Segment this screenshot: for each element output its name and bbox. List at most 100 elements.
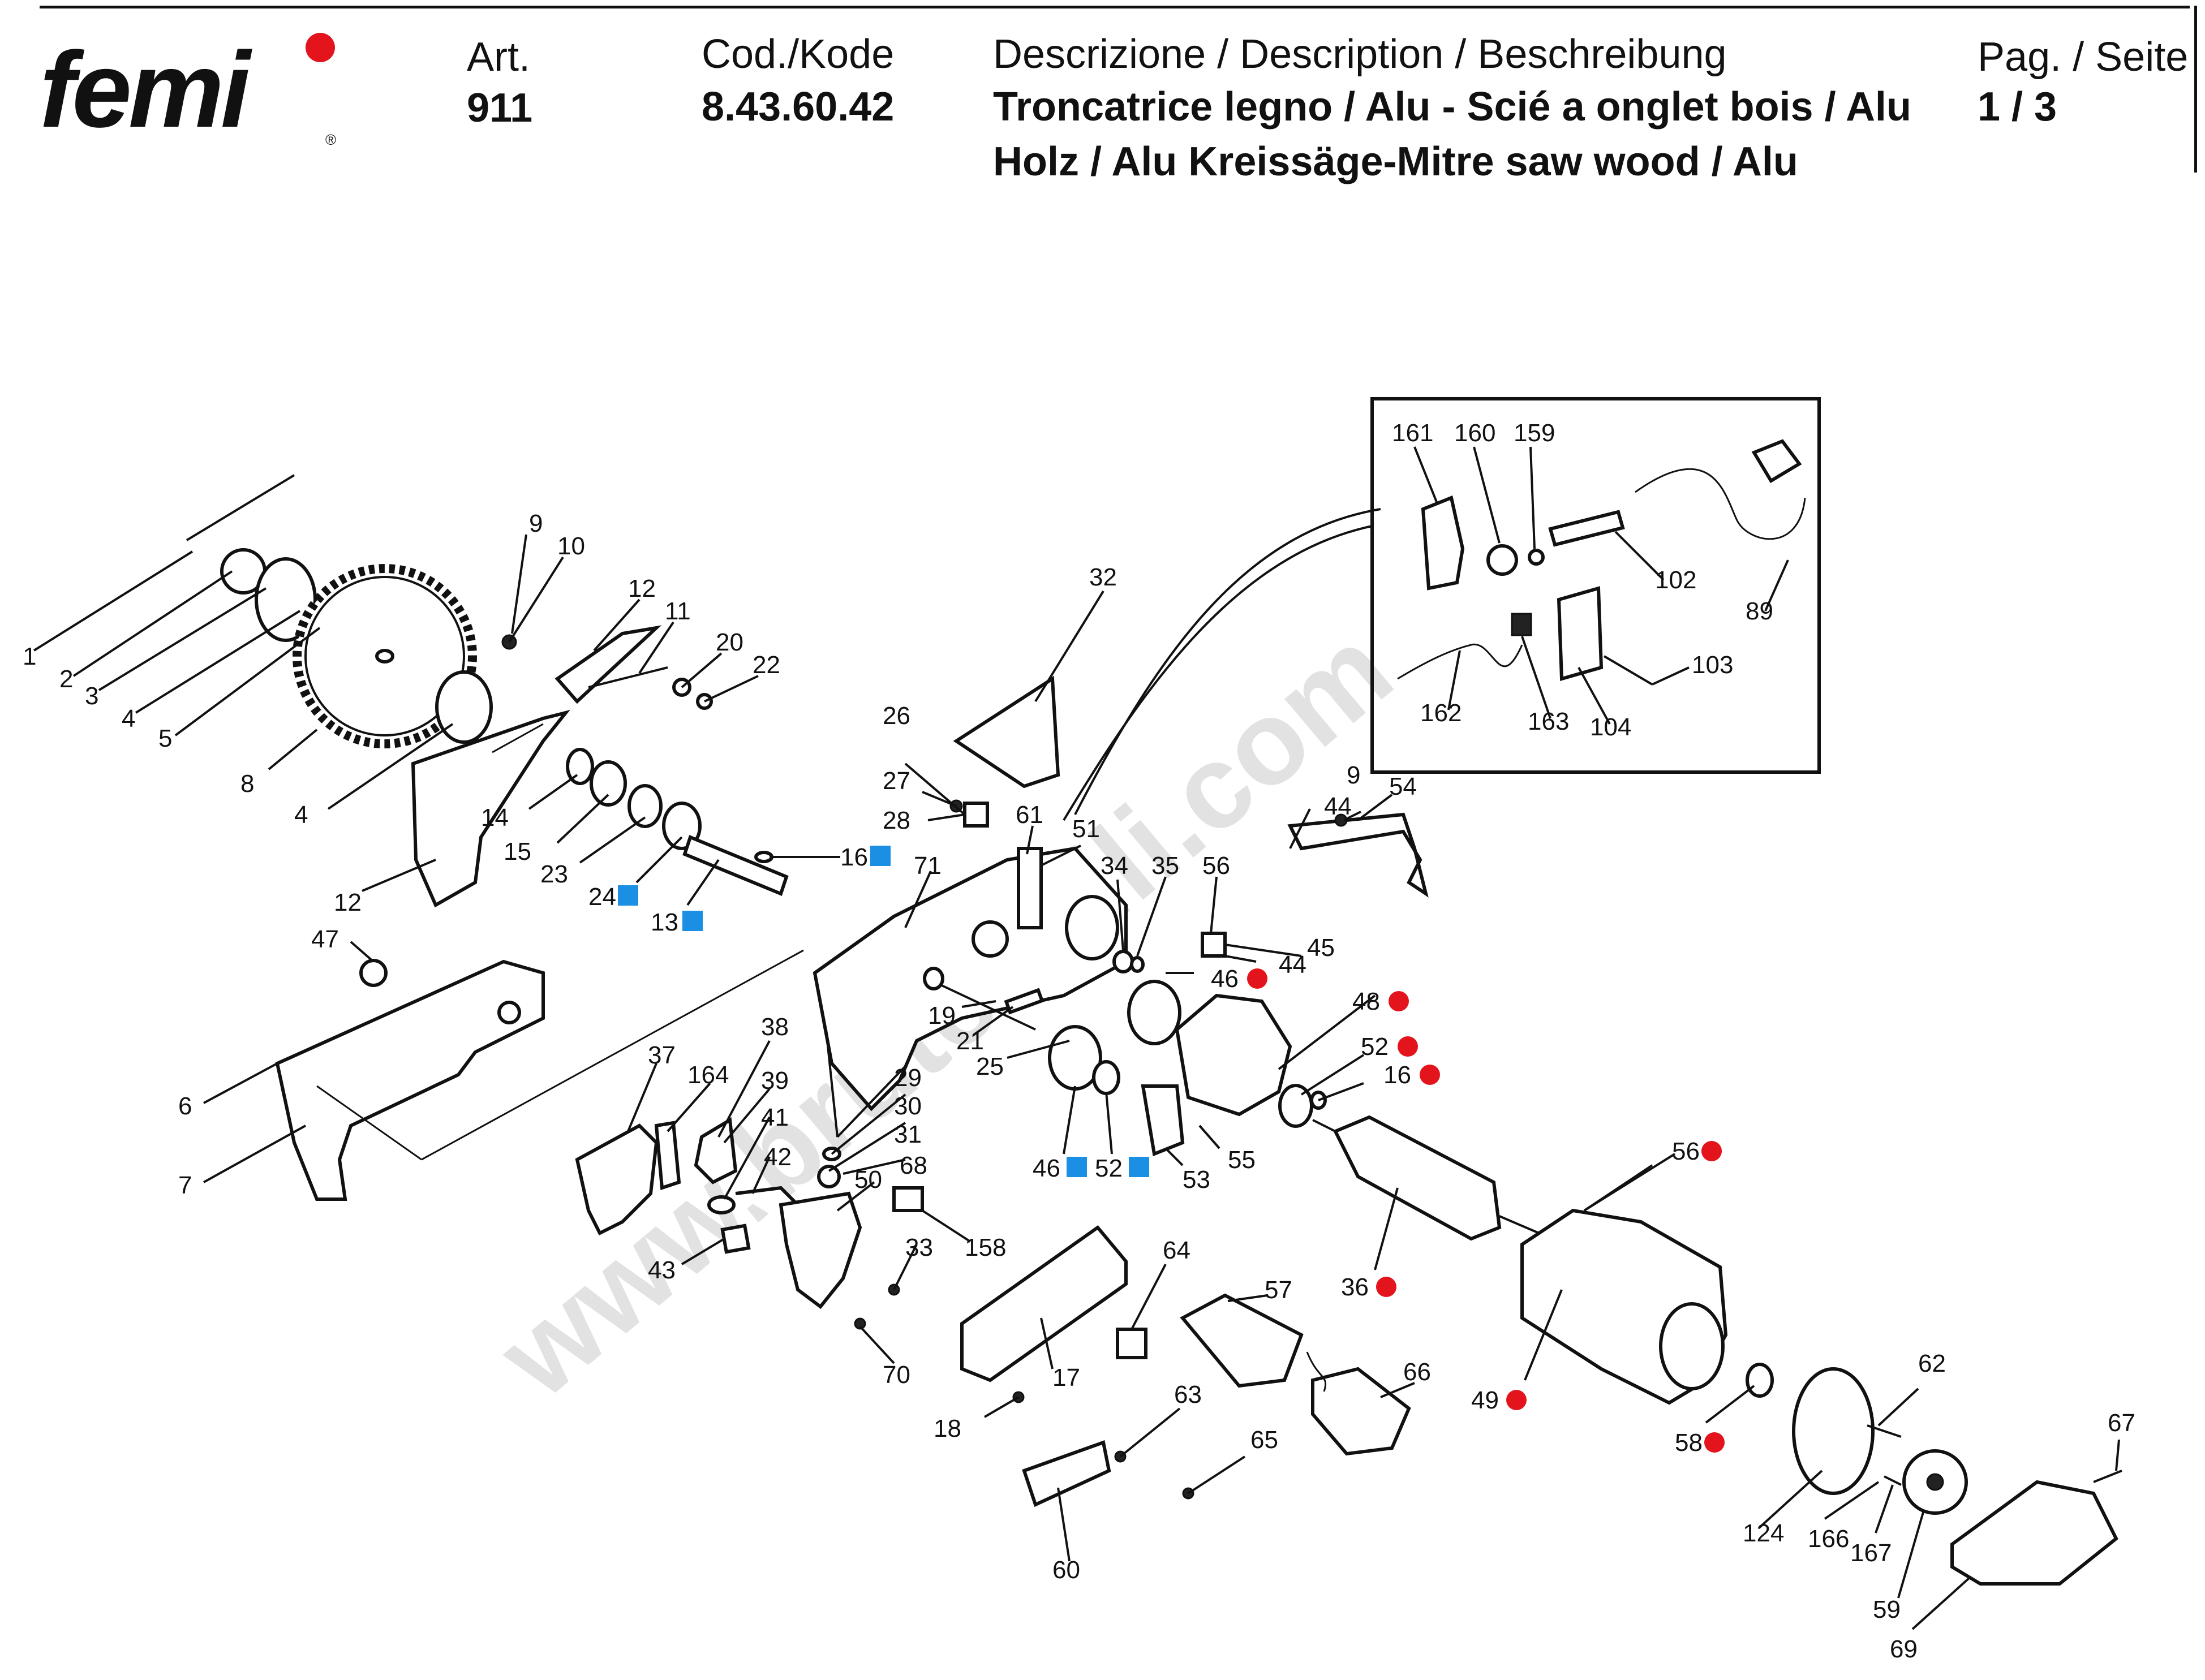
callout-31: 31 — [894, 1121, 922, 1148]
callout-19: 19 — [928, 1002, 956, 1029]
callout-52a: 52 — [1361, 1033, 1389, 1061]
callout-60: 60 — [1052, 1556, 1080, 1584]
callout-42: 42 — [764, 1143, 792, 1171]
motor-front-housing — [1175, 993, 1292, 1117]
callout-55: 55 — [1228, 1146, 1256, 1174]
callout-51: 51 — [1072, 815, 1100, 843]
handle-body — [275, 959, 545, 1201]
callout-52b: 52 — [1095, 1155, 1123, 1182]
callout-29: 29 — [894, 1064, 922, 1092]
grip-assembly — [575, 1040, 972, 1364]
callout-48: 48 — [1352, 988, 1380, 1015]
callout-46a: 46 — [1211, 965, 1239, 993]
red-marker-49 — [1506, 1390, 1527, 1410]
callout-70: 70 — [883, 1361, 910, 1389]
cable-connector — [1511, 613, 1532, 636]
callout-64: 64 — [1163, 1237, 1190, 1264]
motor-assembly — [1278, 994, 2122, 1630]
code-label: Cod./Kode — [702, 32, 895, 77]
handle-knob — [359, 959, 388, 987]
header-right-rule — [2194, 6, 2197, 173]
callout-14: 14 — [481, 804, 509, 832]
red-marker-48 — [1389, 991, 1409, 1011]
callout-12a: 12 — [628, 575, 656, 602]
callout-23: 23 — [540, 860, 568, 888]
callout-2: 2 — [59, 665, 73, 693]
header: femi ® Art. 911 Cod./Kode 8.43.60.42 Des… — [0, 0, 2205, 184]
callout-49: 49 — [1471, 1386, 1499, 1414]
electrical-components — [960, 1225, 1415, 1562]
capacitor — [1180, 1293, 1304, 1388]
callout-11: 11 — [665, 597, 691, 625]
callout-59: 59 — [1873, 1596, 1901, 1623]
callout-167: 167 — [1850, 1539, 1892, 1567]
callout-158: 158 — [965, 1234, 1006, 1261]
blade-assembly — [33, 474, 840, 908]
callout-33: 33 — [905, 1234, 933, 1261]
callout-159: 159 — [1514, 419, 1555, 447]
callout-65: 65 — [1250, 1426, 1278, 1454]
callout-37: 37 — [648, 1041, 676, 1069]
clamp-screw — [1528, 549, 1545, 566]
callout-20: 20 — [716, 628, 743, 656]
callout-4a: 4 — [122, 705, 135, 733]
cable-support-plate — [1557, 586, 1604, 681]
power-plug — [1751, 439, 1802, 484]
part-markers — [618, 846, 1725, 1453]
callout-26: 26 — [883, 702, 910, 730]
callout-67: 67 — [2108, 1409, 2135, 1437]
gear-housing — [813, 590, 1429, 1188]
red-marker-46 — [1247, 968, 1267, 989]
callout-160: 160 — [1454, 419, 1495, 447]
callout-62: 62 — [1918, 1350, 1946, 1377]
carry-handle — [203, 941, 804, 1201]
callout-39: 39 — [761, 1067, 789, 1095]
brand-logo-dot-icon — [306, 33, 335, 62]
callout-45: 45 — [1307, 934, 1335, 962]
callout-53: 53 — [1183, 1166, 1210, 1194]
description-label: Descrizione / Description / Beschreibung — [993, 32, 1727, 77]
switch-housing — [1421, 495, 1465, 591]
blue-marker-16 — [870, 846, 891, 866]
callout-1: 1 — [23, 643, 36, 670]
blue-marker-13 — [682, 911, 703, 931]
fan-baffle — [1792, 1367, 1875, 1495]
blade-shaft — [682, 835, 789, 896]
callout-38: 38 — [761, 1013, 789, 1041]
callout-35: 35 — [1151, 852, 1179, 880]
callout-12b: 12 — [334, 889, 362, 916]
callout-34: 34 — [1101, 852, 1128, 880]
callout-5: 5 — [158, 725, 172, 752]
callout-32: 32 — [1089, 563, 1117, 591]
callout-21: 21 — [956, 1027, 984, 1055]
callout-44a: 44 — [1324, 792, 1352, 820]
rear-bracket — [1287, 812, 1429, 898]
callout-162: 162 — [1420, 699, 1462, 727]
callout-44b: 44 — [1279, 951, 1306, 979]
callout-124: 124 — [1743, 1519, 1784, 1547]
power-cord-inset — [1063, 397, 1821, 821]
callout-6: 6 — [178, 1092, 192, 1120]
description-line-1: Troncatrice legno / Alu - Scié a onglet … — [993, 84, 1911, 130]
callout-56a: 56 — [1202, 852, 1230, 880]
cord-sleeve — [1548, 510, 1625, 547]
art-value: 911 — [467, 85, 533, 131]
red-marker-58 — [1704, 1432, 1725, 1453]
callout-16a: 16 — [840, 843, 868, 871]
callout-54: 54 — [1389, 773, 1417, 800]
red-marker-52 — [1398, 1036, 1418, 1057]
callout-9b: 9 — [1347, 761, 1360, 789]
callout-15: 15 — [504, 838, 531, 865]
terminal-block — [1116, 1328, 1147, 1359]
brand-logo: femi — [40, 30, 251, 150]
callout-17: 17 — [1052, 1364, 1080, 1392]
callout-7: 7 — [178, 1171, 192, 1199]
callout-66: 66 — [1403, 1358, 1431, 1386]
fan-cover — [1950, 1480, 2118, 1586]
blade-guard — [411, 709, 570, 908]
red-marker-36 — [1376, 1277, 1396, 1297]
red-marker-16 — [1420, 1065, 1440, 1085]
code-value: 8.43.60.42 — [702, 84, 895, 130]
blue-marker-46 — [1067, 1157, 1087, 1177]
